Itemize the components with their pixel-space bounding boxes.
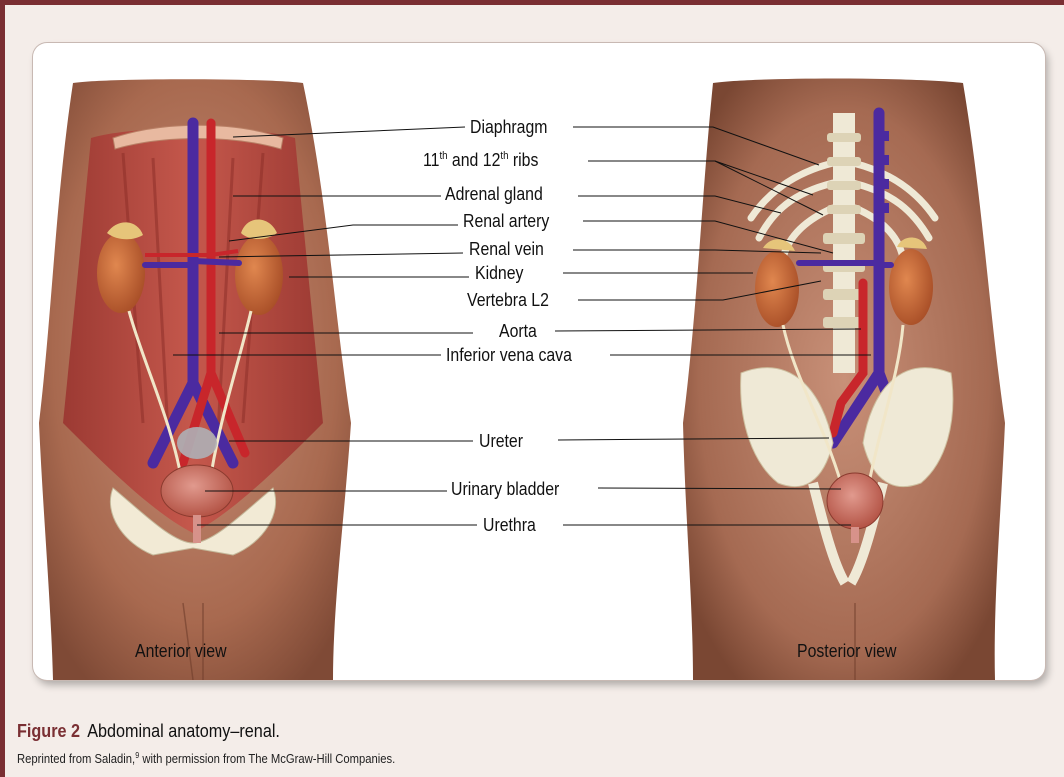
posterior-kidney-left bbox=[755, 251, 799, 327]
label-diaphragm: Diaphragm bbox=[470, 117, 547, 137]
anterior-view-figure bbox=[39, 79, 351, 680]
figure-credit: Reprinted from Saladin,9 with permission… bbox=[17, 752, 395, 766]
anterior-kidney-left bbox=[97, 233, 145, 313]
label-vertebra-l2: Vertebra L2 bbox=[467, 290, 549, 310]
posterior-urethra bbox=[851, 527, 859, 543]
label-ribs: 11th and 12th ribs bbox=[423, 150, 538, 170]
anterior-view-label: Anterior view bbox=[135, 641, 227, 662]
label-adrenal-gland: Adrenal gland bbox=[445, 184, 543, 204]
label-ureter: Ureter bbox=[479, 431, 523, 451]
posterior-bladder bbox=[827, 473, 883, 529]
posterior-view-label: Posterior view bbox=[797, 641, 896, 662]
figure-number: Figure 2 bbox=[17, 721, 80, 741]
label-kidney: Kidney bbox=[475, 263, 523, 283]
label-inferior-vena-cava: Inferior vena cava bbox=[446, 345, 572, 365]
anterior-urethra bbox=[193, 515, 201, 543]
figure-panel: Diaphragm 11th and 12th ribs Adrenal gla… bbox=[33, 43, 1045, 680]
anterior-kidney-right bbox=[235, 235, 283, 315]
label-urinary-bladder: Urinary bladder bbox=[451, 479, 559, 499]
label-renal-vein: Renal vein bbox=[469, 239, 544, 259]
figure-title: Abdominal anatomy–renal. bbox=[87, 721, 280, 741]
label-urethra: Urethra bbox=[483, 515, 536, 535]
label-renal-artery: Renal artery bbox=[463, 211, 549, 231]
figure-caption: Figure 2 Abdominal anatomy–renal. bbox=[17, 721, 280, 742]
posterior-kidney-right bbox=[889, 249, 933, 325]
label-aorta: Aorta bbox=[499, 321, 537, 341]
